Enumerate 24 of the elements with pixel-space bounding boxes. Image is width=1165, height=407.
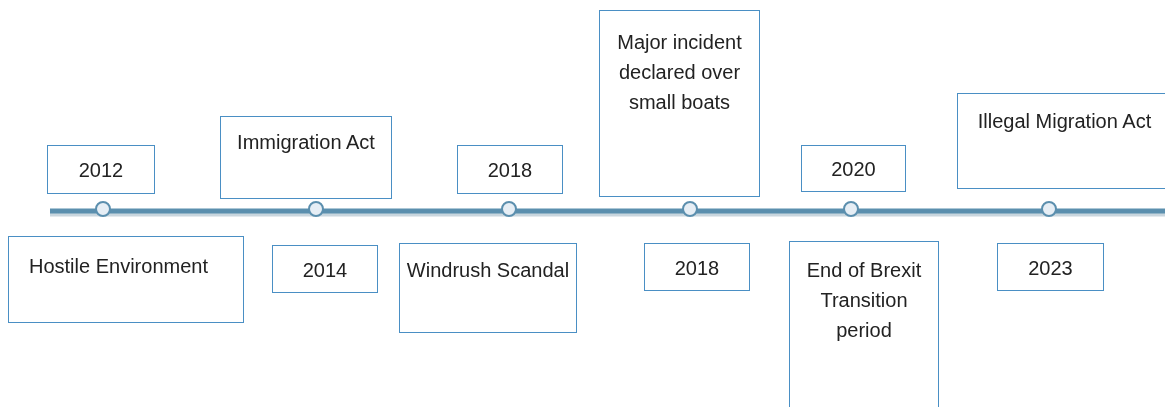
- event-text: 2023: [1027, 256, 1074, 281]
- event-box: [789, 241, 939, 407]
- event-text: 2012: [77, 158, 125, 183]
- event-box: [997, 243, 1104, 291]
- event-text: Hostile Environment: [29, 254, 209, 279]
- event-text: 2018: [486, 158, 534, 183]
- event-box: [644, 243, 750, 291]
- event-text: 2014: [301, 258, 349, 283]
- event-box: [399, 243, 577, 333]
- event-text: Windrush Scandal: [406, 258, 570, 283]
- event-text: 2020: [830, 157, 877, 182]
- event-box: [220, 116, 392, 199]
- event-box: [599, 10, 760, 197]
- event-text: End of Brexit Transition period: [805, 258, 923, 343]
- event-text: Illegal Migration Act: [976, 109, 1153, 134]
- event-text: Immigration Act: [236, 130, 376, 155]
- event-box: [957, 93, 1165, 189]
- event-text: Major incident declared over small boats: [616, 30, 743, 115]
- event-box: [8, 236, 244, 323]
- event-box: [801, 145, 906, 192]
- event-box: [47, 145, 155, 194]
- event-box: [457, 145, 563, 194]
- event-box: [272, 245, 378, 293]
- event-text: 2018: [673, 256, 721, 281]
